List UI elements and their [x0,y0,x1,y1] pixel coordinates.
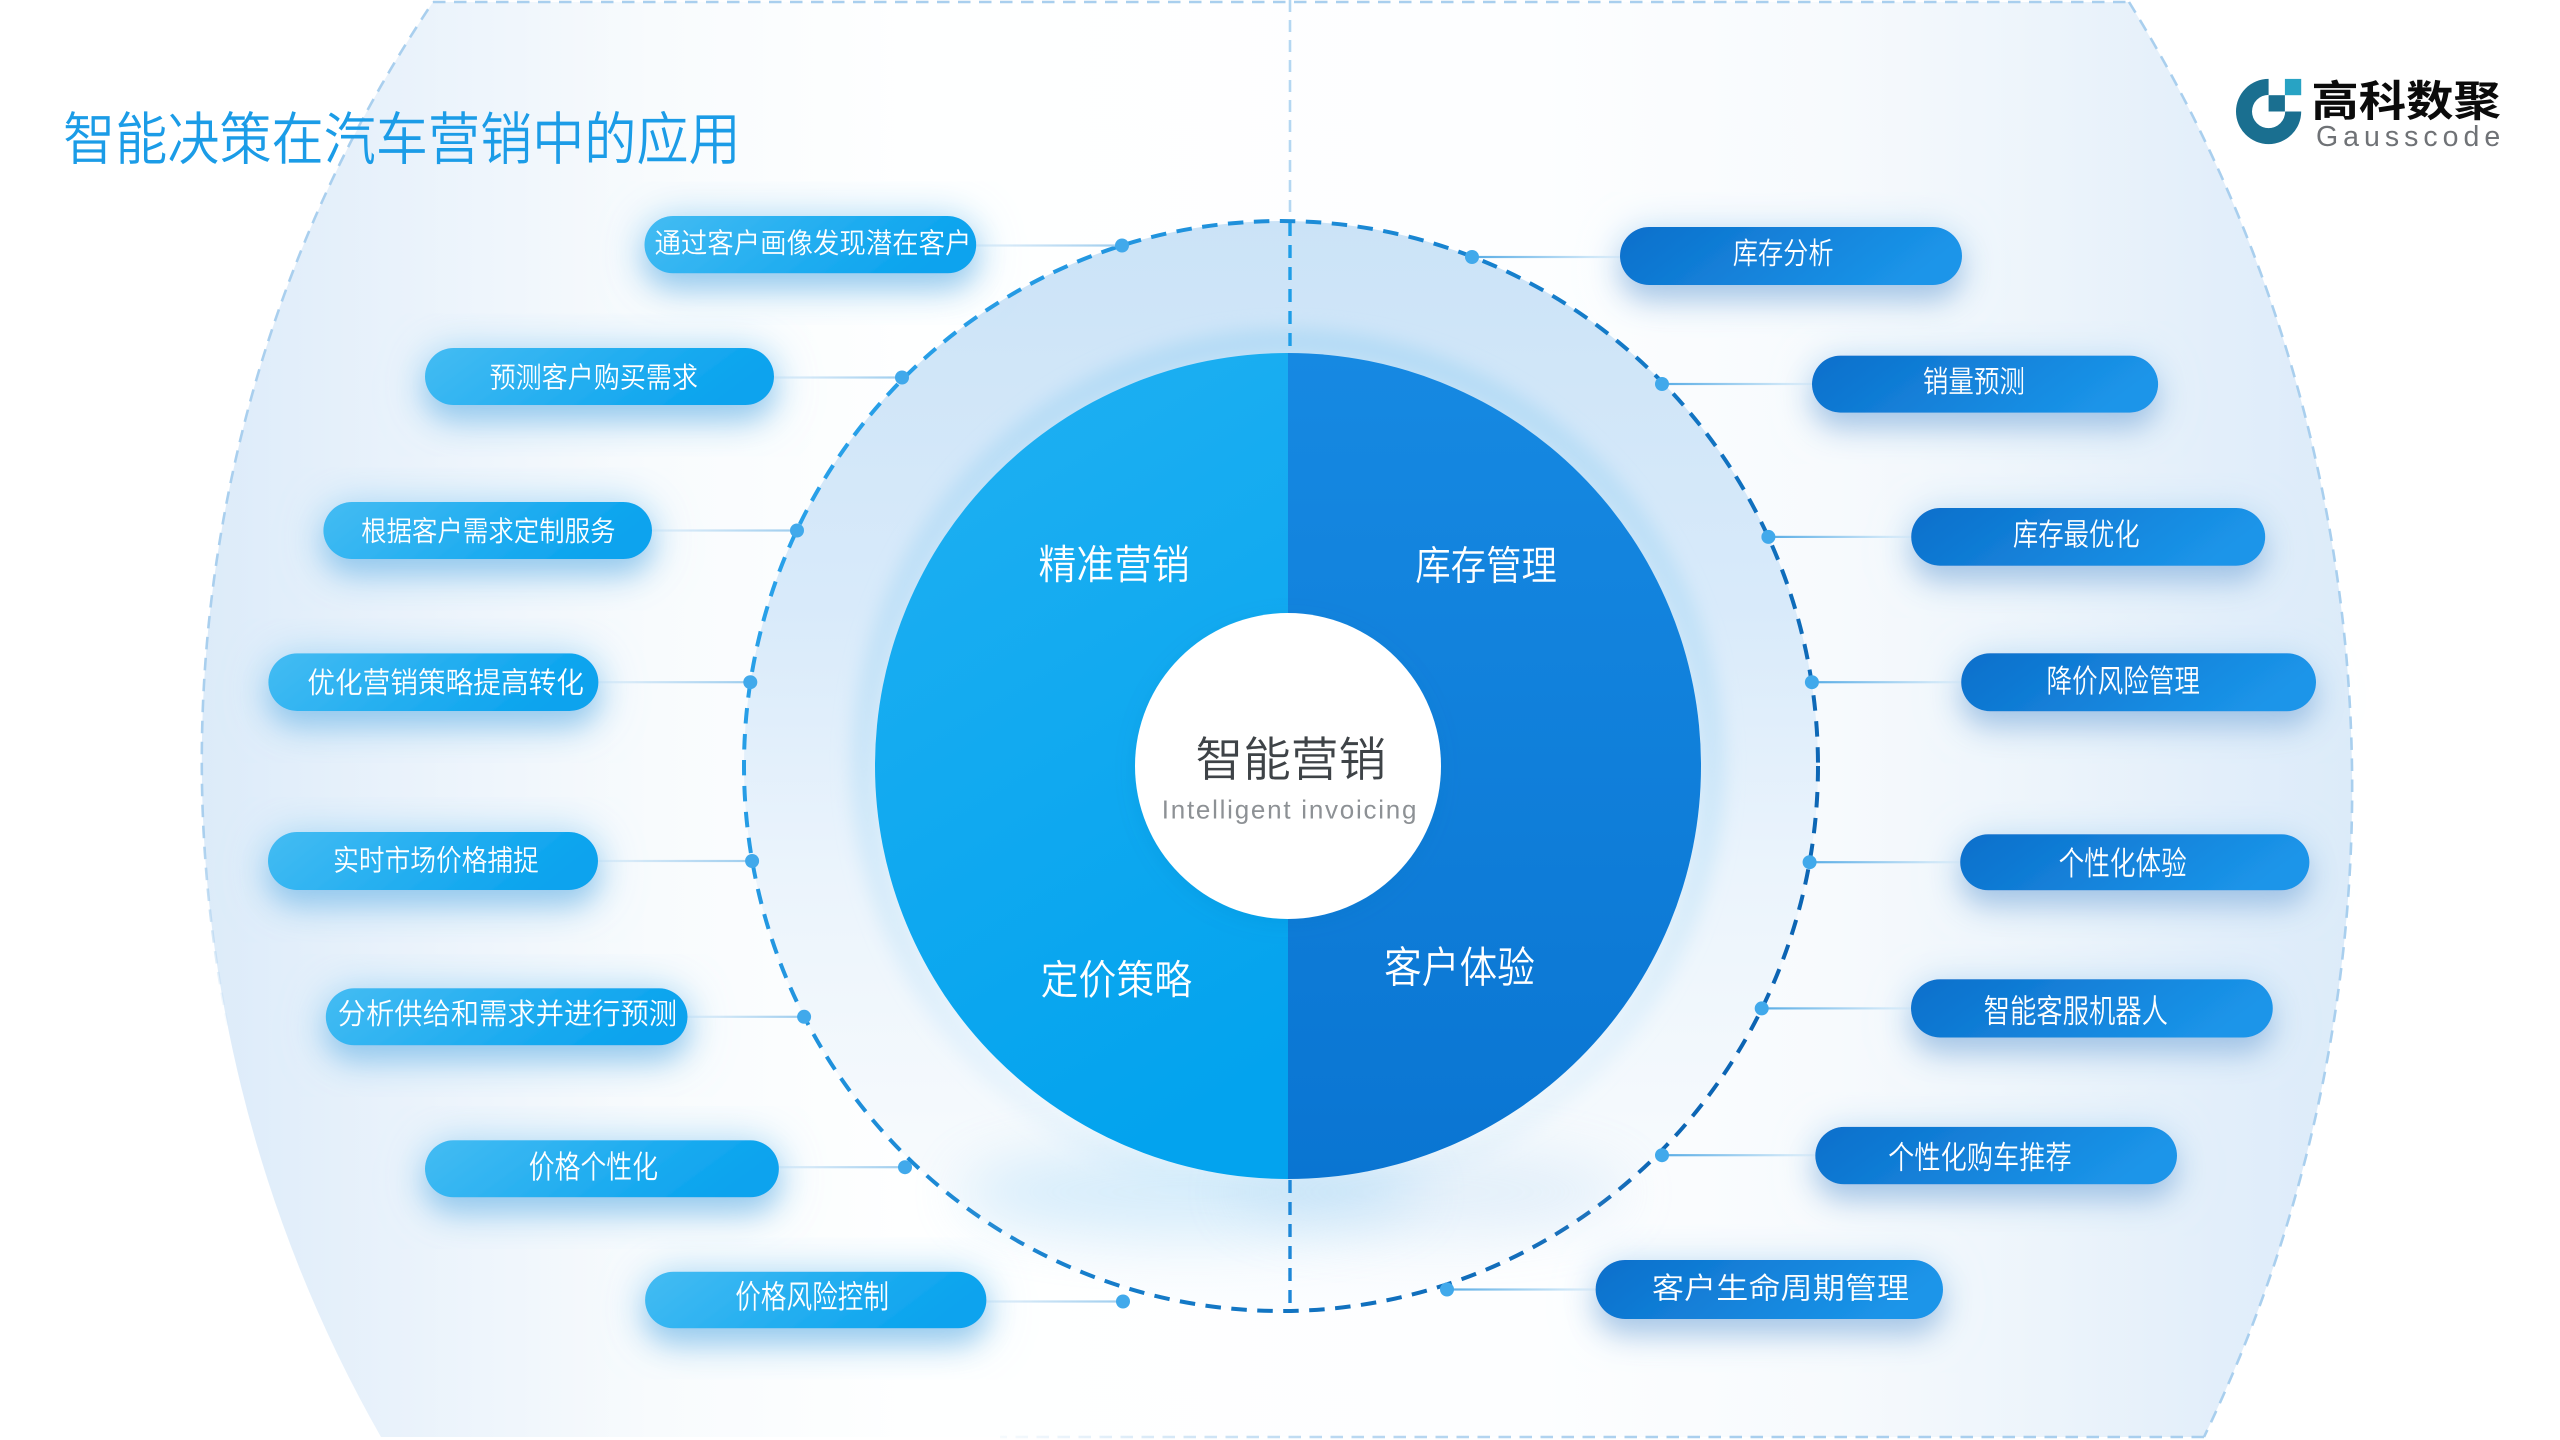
svg-text:Gausscode: Gausscode [2316,121,2505,153]
svg-text:Intelligent invoicing: Intelligent invoicing [1162,795,1418,825]
